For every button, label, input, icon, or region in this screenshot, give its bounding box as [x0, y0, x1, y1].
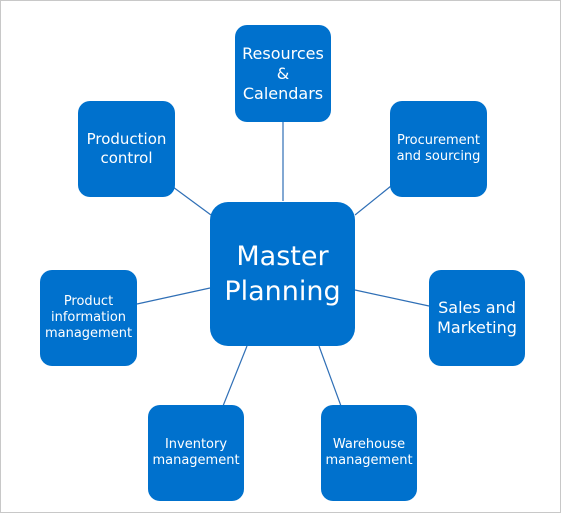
node-production-control: Production control [78, 101, 175, 197]
node-product-information-management: Product information management [40, 270, 137, 366]
connector-production-control [172, 186, 212, 216]
connector-procurement-sourcing [354, 185, 392, 216]
node-master-planning: Master Planning [210, 202, 355, 346]
node-warehouse-management: Warehouse management [321, 405, 417, 501]
node-procurement-sourcing: Procurement and sourcing [390, 101, 487, 197]
connector-warehouse-management [318, 345, 342, 407]
node-inventory-management: Inventory management [148, 405, 244, 501]
node-sales-marketing: Sales and Marketing [429, 270, 525, 366]
connector-product-information-management [136, 287, 211, 305]
connector-inventory-management [222, 345, 248, 407]
node-resources-calendars: Resources & Calendars [235, 25, 331, 122]
connector-sales-marketing [354, 289, 430, 307]
